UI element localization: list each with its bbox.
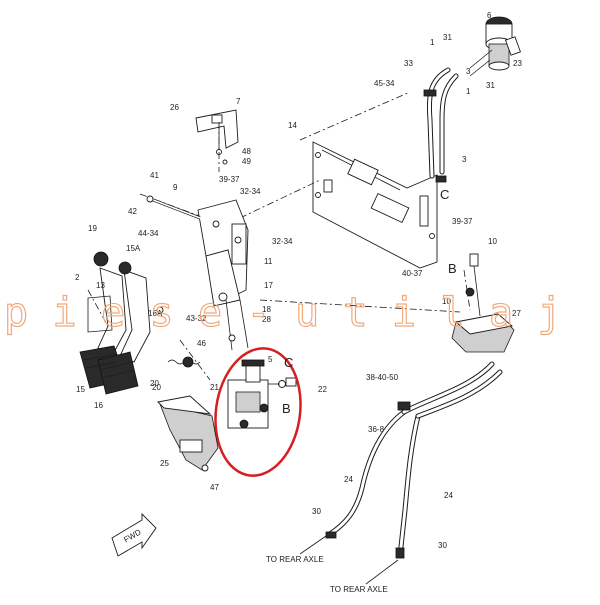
- reservoir-assembly: [469, 16, 522, 77]
- watermark-letter: l: [441, 290, 465, 336]
- watermark-letter: u: [295, 290, 319, 336]
- callout-c42: 42: [128, 207, 137, 216]
- letter-c-top: C: [440, 187, 449, 202]
- callout-c23: 23: [513, 59, 522, 68]
- to-rear-axle-label-1: TO REAR AXLE: [266, 555, 324, 564]
- callout-c31a: 31: [443, 33, 452, 42]
- upper-bracket: [195, 109, 239, 165]
- callout-c22: 22: [318, 385, 327, 394]
- linkage-springs: [167, 299, 249, 368]
- callout-c16: 16: [94, 401, 103, 410]
- reservoir-hoses: [423, 67, 459, 183]
- callout-c47: 47: [210, 483, 219, 492]
- callout-c20b: 20: [152, 383, 161, 392]
- callout-c6: 6: [487, 11, 492, 20]
- to-rear-axle-label-2: TO REAR AXLE: [330, 585, 388, 594]
- callout-c10a: 10: [488, 237, 497, 246]
- fwd-arrow: FWD: [111, 512, 157, 557]
- callout-c14: 14: [288, 121, 297, 130]
- mounting-panel: [312, 141, 438, 269]
- callout-c368: 36-8: [368, 425, 385, 434]
- callout-c41: 41: [150, 171, 159, 180]
- callout-c21: 21: [210, 383, 219, 392]
- watermark-letter: -: [247, 290, 271, 336]
- watermark-letter: i: [53, 290, 77, 336]
- callout-c30a: 30: [312, 507, 321, 516]
- callout-c3a: 3: [466, 67, 471, 76]
- watermark-letter: i: [392, 290, 416, 336]
- callout-c4037: 40-37: [402, 269, 423, 278]
- callout-c27: 27: [512, 309, 521, 318]
- brake-valve: [227, 359, 297, 429]
- callout-c3937b: 39-37: [452, 217, 473, 226]
- callout-c49: 49: [242, 157, 251, 166]
- callout-c26a: 26: [170, 103, 179, 112]
- callout-c3234a: 32-34: [240, 187, 261, 196]
- callout-c10b: 10: [442, 297, 451, 306]
- watermark-letter: t: [344, 290, 368, 336]
- callout-c2: 2: [75, 273, 80, 282]
- callout-c24b: 24: [444, 491, 453, 500]
- callout-c46: 46: [197, 339, 206, 348]
- callout-c11: 11: [264, 257, 273, 266]
- callout-c19: 19: [88, 224, 97, 233]
- callout-c15a: 15A: [126, 244, 141, 253]
- brake-pedals: [79, 251, 164, 395]
- callout-c3937a: 39-37: [219, 175, 240, 184]
- callout-c25: 25: [160, 459, 169, 468]
- callout-c18: 18: [262, 305, 271, 314]
- watermark-letter: a: [489, 290, 513, 336]
- callout-c4434: 44-34: [138, 229, 159, 238]
- lower-bracket: [157, 395, 219, 472]
- callout-c13: 13: [96, 281, 105, 290]
- watermark-letter: j: [538, 290, 562, 336]
- pivot-rod: [146, 195, 201, 220]
- callout-c24a: 24: [344, 475, 353, 484]
- callout-c384050: 38-40-50: [366, 373, 399, 382]
- callout-c3234b: 32-34: [272, 237, 293, 246]
- letter-c-mid: C: [284, 355, 293, 370]
- reference-letters: C B C B: [282, 187, 457, 416]
- callout-c15: 15: [76, 385, 85, 394]
- watermark-letter: s: [150, 290, 174, 336]
- callout-c1b: 1: [466, 87, 471, 96]
- callout-c17: 17: [264, 281, 273, 290]
- rear-axle-lines: [325, 361, 503, 559]
- callout-c33: 33: [404, 59, 413, 68]
- callout-c1a: 1: [430, 38, 435, 47]
- watermark-letter: p: [4, 290, 28, 336]
- callout-c7: 7: [236, 97, 241, 106]
- callout-c16a: 16A: [148, 309, 163, 318]
- callout-c4332: 43-32: [186, 314, 207, 323]
- pedal-support: [197, 199, 249, 307]
- valve-block: [451, 253, 515, 353]
- callout-c30b: 30: [438, 541, 447, 550]
- callout-c20a: 20: [150, 379, 159, 388]
- highlight-circle: [214, 347, 302, 477]
- callout-c5: 5: [268, 355, 273, 364]
- callout-c28: 28: [262, 315, 271, 324]
- callout-c48: 48: [242, 147, 251, 156]
- callout-c9: 9: [173, 183, 178, 192]
- callout-c3b: 3: [462, 155, 467, 164]
- watermark-letter: e: [198, 290, 222, 336]
- callout-c4534: 45-34: [374, 79, 395, 88]
- callout-c31b: 31: [486, 81, 495, 90]
- watermark-letter: e: [101, 290, 125, 336]
- letter-b-mid: B: [282, 401, 291, 416]
- letter-b-right: B: [448, 261, 457, 276]
